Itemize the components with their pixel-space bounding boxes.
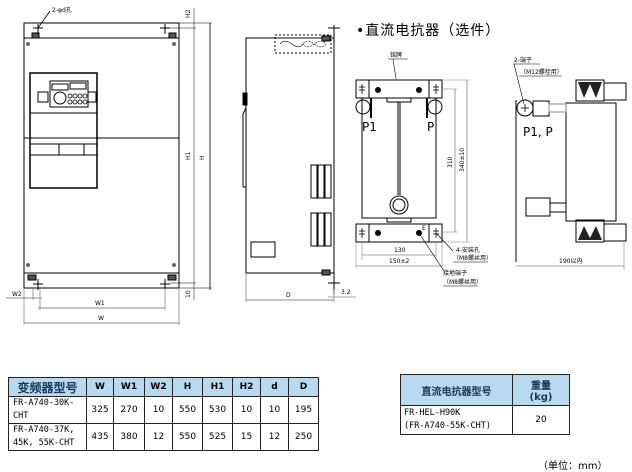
dim-H1: H1: [185, 151, 192, 160]
cell-W1: 380: [113, 423, 145, 451]
header-model: 变频器型号: [8, 377, 87, 397]
cell-d: 12: [260, 423, 289, 451]
reactor-core: [361, 97, 437, 219]
reactor-side-core: [565, 102, 617, 222]
reactor-model-cell: FR-HEL-H90K(FR-A740-55K-CHT): [400, 405, 513, 435]
reactor-bottom-bracket: [355, 223, 443, 243]
reactor-side-labels: 2-端子 （M12螺栓用） P1, P 190以内: [513, 56, 625, 270]
front-top-body: [23, 22, 180, 139]
dim-150: 150±2: [389, 258, 409, 265]
front-bottom-base: [23, 272, 180, 289]
cell-W1: 270: [113, 396, 145, 424]
table-row: FR-A740-37K,45K, 55K-CHT 435 380 12 550 …: [8, 423, 319, 451]
dim-130: 130: [394, 247, 406, 254]
header-D: D: [288, 377, 319, 397]
cell-H1: 525: [202, 423, 233, 451]
setting-dial: [53, 91, 67, 105]
mount-hole-label: 4-安装孔: [456, 246, 480, 254]
dim-W2: W2: [12, 291, 22, 298]
cell-W: 325: [86, 396, 114, 424]
vent-slots-lower: [310, 212, 332, 247]
ground-terminal-note: （M8螺丝用）: [443, 278, 482, 286]
reactor-front-view: [355, 79, 443, 243]
reactor-weight-table: 直流电抗器型号 重量(kg) FR-HEL-H90K(FR-A740-55K-C…: [400, 374, 570, 435]
header-d: d: [260, 377, 289, 397]
mount-hole-bottom-left: [33, 279, 43, 290]
dim-190: 190以内: [559, 257, 582, 265]
side-body-outline: [245, 37, 335, 274]
inverter-dimension-table: 变频器型号 W W1 W2 H H1 H2 d D FR-A740-30K-CH…: [8, 377, 319, 451]
dimension-drawing: 2-φd孔 H2 H1 H 10 W2 W1 W: [6, 6, 627, 325]
side-view-dimensions: D 3.2: [245, 273, 356, 302]
side-label-plate: [250, 241, 276, 258]
cell-H: 550: [172, 396, 203, 424]
dim-340: 340±10: [459, 148, 466, 172]
cell-H: 550: [172, 423, 203, 451]
header-H: H: [172, 377, 203, 397]
dim-bottom-10: 10: [185, 290, 192, 298]
keypad-buttons: [67, 93, 88, 105]
side-terminal-names: P1, P: [523, 125, 553, 139]
ground-terminal-label: 接地端子: [443, 269, 467, 277]
operation-panel-frame: [29, 72, 98, 189]
inverter-side-view: [242, 25, 340, 295]
cell-H2: 10: [232, 396, 261, 424]
dim-H: H: [199, 155, 206, 160]
vent-slots-upper: [310, 164, 332, 199]
reactor-front-labels: 铭牌 P1 P 310 340±10 130 150±2 E 4-安装孔 （M8…: [355, 51, 492, 287]
terminal-P: P: [427, 120, 434, 134]
cell-D: 250: [288, 423, 319, 451]
ground-mark: E: [422, 225, 426, 232]
cell-d: 10: [260, 396, 289, 424]
header-reactor-model: 直流电抗器型号: [400, 374, 513, 406]
side-bracket: [525, 197, 551, 217]
hole-label: 2-φd孔: [52, 6, 72, 14]
header-H2: H2: [232, 377, 261, 397]
table-header-row: 直流电抗器型号 重量(kg): [400, 374, 570, 406]
dim-W1: W1: [95, 300, 105, 307]
section-title-dc-reactor: •直流电抗器（选件）: [356, 23, 501, 39]
unit-note: （单位：mm）: [538, 461, 608, 472]
model-cell: FR-A740-37K,45K, 55K-CHT: [8, 423, 87, 451]
cell-W2: 12: [144, 423, 173, 451]
dim-3.2: 3.2: [341, 289, 351, 296]
cooling-fan: [274, 34, 332, 54]
header-W2: W2: [144, 377, 173, 397]
cell-D: 195: [288, 396, 319, 424]
mount-hole-top-right: [160, 24, 170, 34]
dim-310: 310: [447, 156, 454, 168]
front-body-outline: [23, 22, 180, 274]
header-W1: W1: [113, 377, 145, 397]
table-row: FR-HEL-H90K(FR-A740-55K-CHT) 20: [400, 405, 570, 435]
reactor-side-view: [515, 79, 627, 262]
dim-D: D: [286, 292, 291, 299]
mount-hole-note: （M8螺丝用）: [453, 254, 492, 262]
dim-W: W: [98, 315, 104, 322]
cell-W2: 10: [144, 396, 173, 424]
cell-H1: 530: [202, 396, 233, 424]
dim-H2: H2: [185, 9, 192, 18]
front-view-dimensions: 2-φd孔 H2 H1 H 10 W2 W1 W: [6, 6, 212, 325]
header-W: W: [86, 377, 114, 397]
cell-W: 435: [86, 423, 114, 451]
header-weight: 重量(kg): [512, 374, 570, 406]
side-terminal-note: （M12螺栓用）: [520, 68, 563, 76]
table-header-row: 变频器型号 W W1 W2 H H1 H2 d D: [8, 377, 319, 397]
bullet-icon: •: [356, 23, 366, 39]
table-row: FR-A740-30K-CHT 325 270 10 550 530 10 10…: [8, 396, 319, 424]
side-terminal-label: 2-端子: [514, 56, 532, 64]
header-H1: H1: [202, 377, 233, 397]
nameplate-label: 铭牌: [390, 51, 402, 59]
inverter-front-view: [23, 22, 180, 290]
terminal-P1: P1: [362, 120, 377, 134]
model-cell: FR-A740-30K-CHT: [8, 396, 87, 424]
weight-cell: 20: [512, 405, 570, 435]
cell-H2: 15: [232, 423, 261, 451]
